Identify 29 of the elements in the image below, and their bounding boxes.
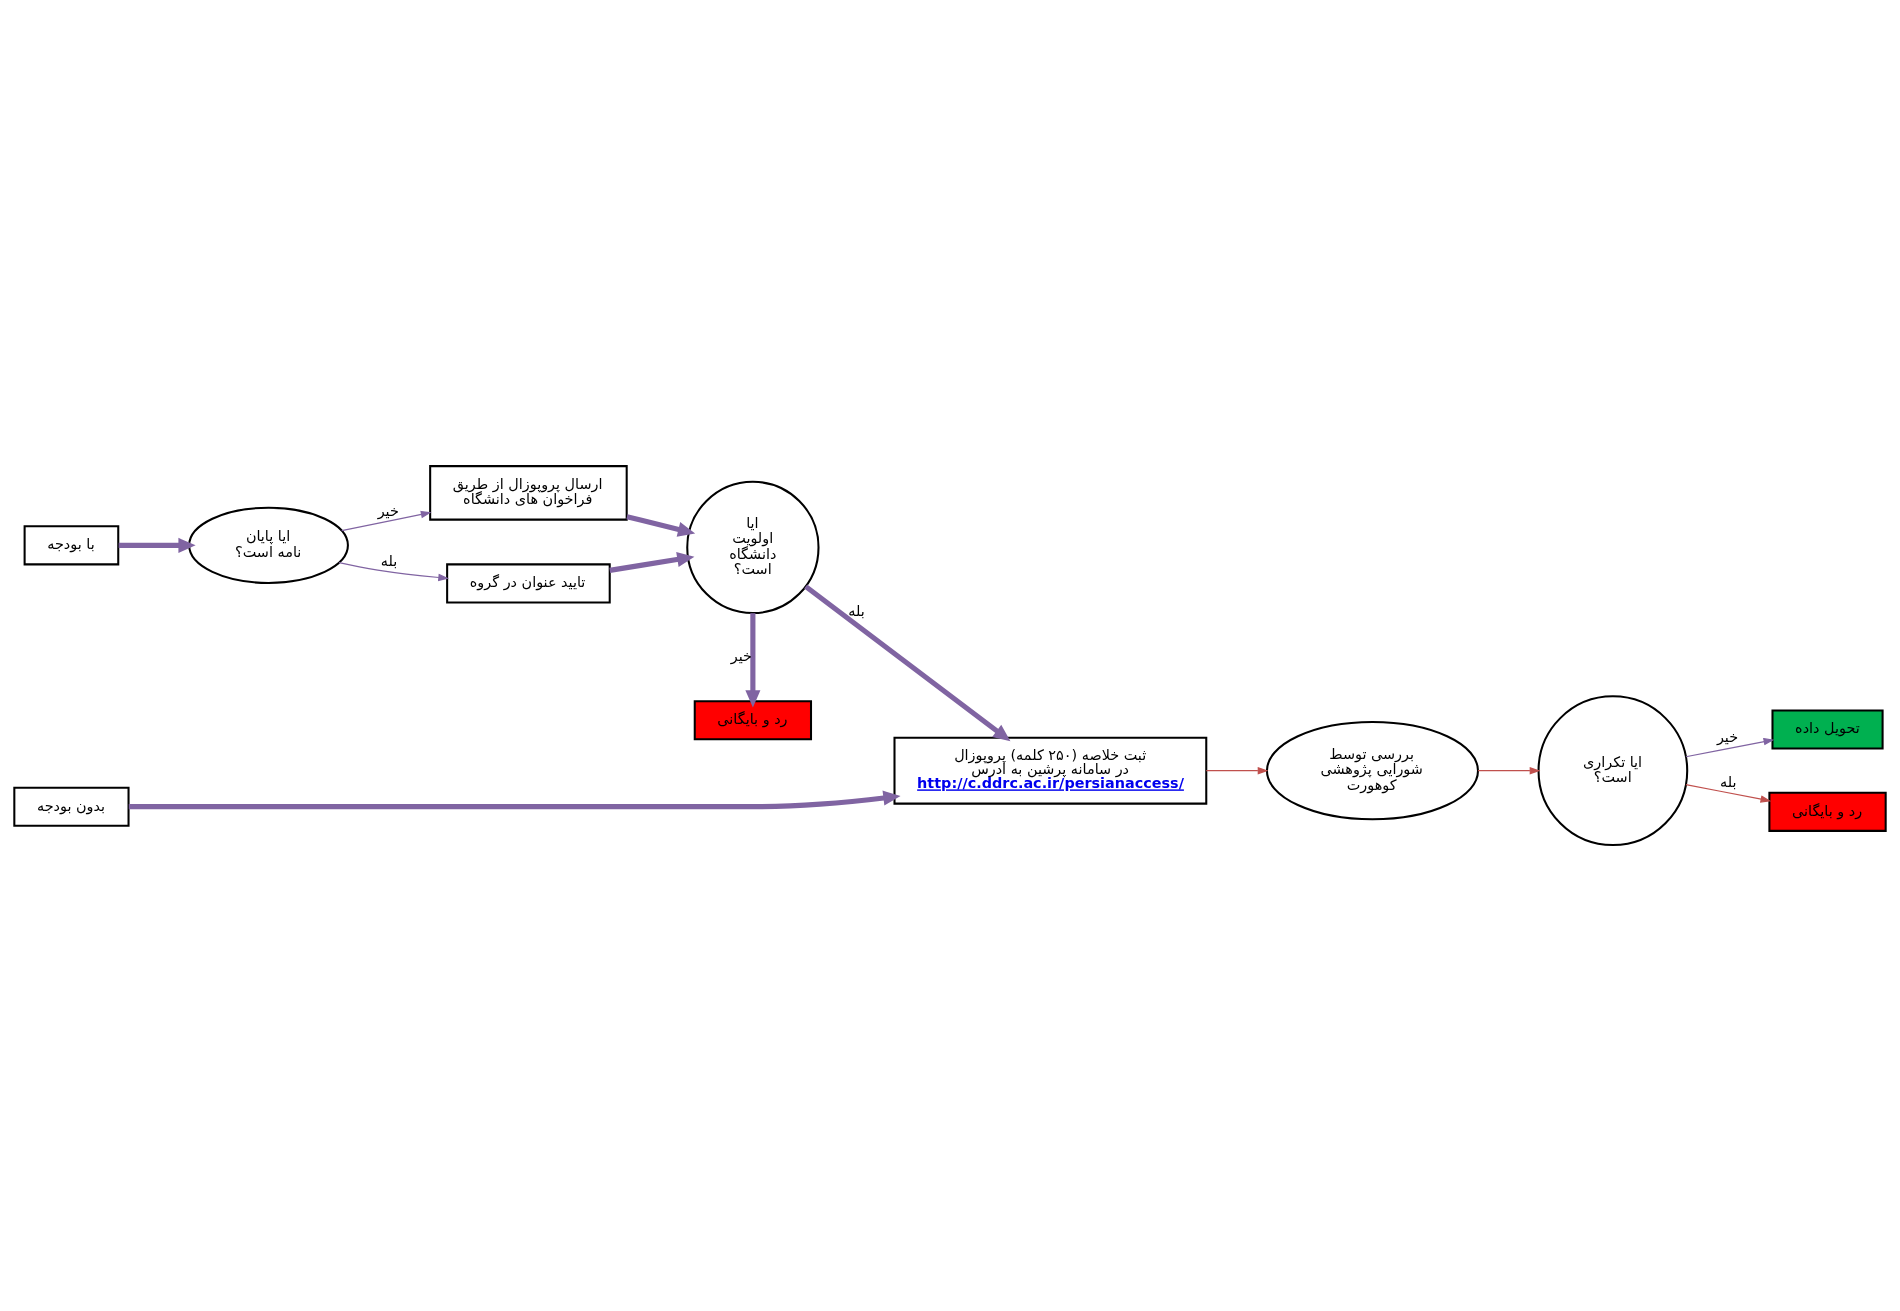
node-box: ارسال پروپوزال از طریق فراخوان های دانشگاه <box>429 465 628 521</box>
edge-label: خیر <box>730 647 752 664</box>
arrow <box>341 510 432 532</box>
edge-label: بله <box>1720 774 1737 791</box>
node-box: تایید عنوان در گروه <box>446 563 611 604</box>
node-box: با بودجه <box>23 525 120 566</box>
arrow <box>804 584 1011 742</box>
arrow <box>1685 784 1772 803</box>
node-box: رد و بایگانی <box>693 700 813 741</box>
arrow <box>1685 738 1775 758</box>
arrow <box>128 790 901 810</box>
edge-label: بله <box>380 553 398 570</box>
edge-label: خیر <box>1716 729 1739 746</box>
node-circle: ایا اولویت دانشگاه است؟ <box>686 480 820 615</box>
node-ellipse: بررسی توسط شورایی پژوهشی کوهورت <box>1265 721 1479 821</box>
node-ellipse: ایا پایان نامه است؟ <box>188 506 349 584</box>
arrow <box>338 562 449 582</box>
edge-label: بله <box>848 602 865 619</box>
arrow <box>1477 766 1541 775</box>
node-box: بدون بودجه <box>13 786 130 827</box>
arrow <box>1205 766 1269 775</box>
edge-label: خیر <box>377 502 399 519</box>
node-circle: ایا تکراری است؟ <box>1537 695 1689 847</box>
arrow <box>609 552 695 573</box>
arrow <box>118 537 196 553</box>
arrow <box>745 613 761 708</box>
node-box: تحویل داده <box>1771 709 1884 750</box>
node-box: رد و بایگانی <box>1768 791 1887 832</box>
arrow <box>626 514 696 537</box>
